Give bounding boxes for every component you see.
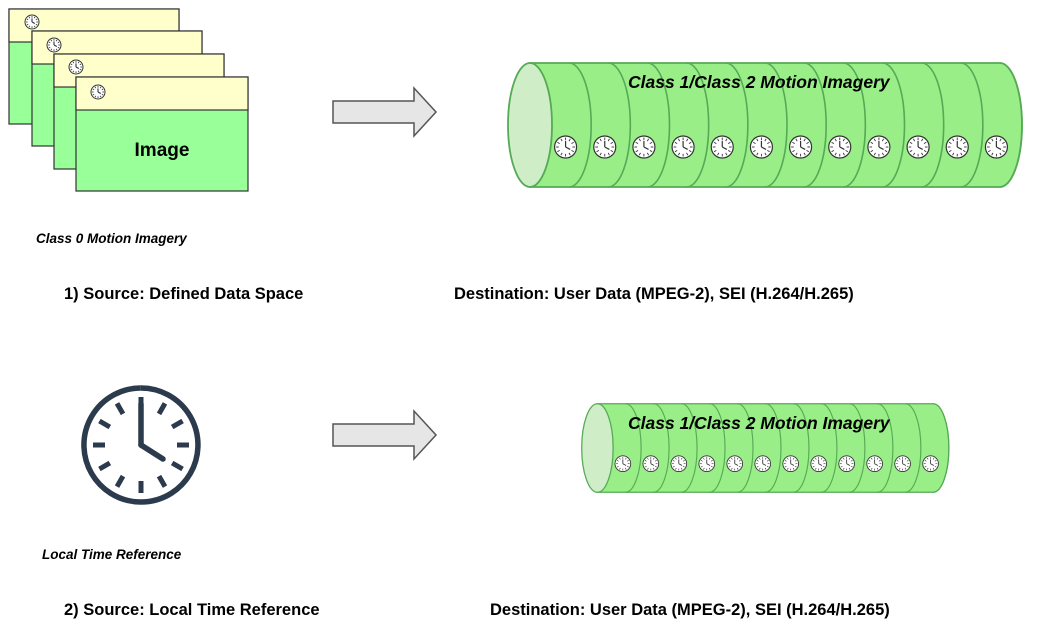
clock-icon xyxy=(553,135,578,159)
clock-icon xyxy=(828,135,852,159)
clock-icon xyxy=(894,455,911,472)
clock-icon xyxy=(726,455,744,472)
clock-icon xyxy=(632,135,656,159)
clock-icon xyxy=(698,455,716,472)
image-frame-stack xyxy=(8,8,249,192)
clock-icon xyxy=(642,455,660,472)
tube-label-1: Class 1/Class 2 Motion Imagery xyxy=(628,72,890,92)
motion-imagery-tube-2 xyxy=(581,403,950,493)
clock-icon xyxy=(593,135,617,159)
clock-icon xyxy=(670,455,688,472)
image-frame-4 xyxy=(75,76,249,192)
clock-icon xyxy=(46,37,62,53)
source-1: 1) Source: Defined Data Space xyxy=(64,285,304,303)
clock-icon xyxy=(866,455,883,472)
clock-icon xyxy=(671,135,695,159)
image-label: Image xyxy=(134,140,190,161)
clock-icon xyxy=(810,455,827,472)
clock-icon xyxy=(710,135,734,159)
clock-icon xyxy=(922,455,939,472)
class0-caption: Class 0 Motion Imagery xyxy=(36,231,187,246)
right-arrow-icon xyxy=(332,409,438,461)
clock-icon xyxy=(788,135,813,159)
clock-icon xyxy=(906,135,930,159)
clock-icon xyxy=(749,135,774,159)
motion-imagery-tube-1 xyxy=(507,62,1023,188)
clock-icon xyxy=(984,135,1009,159)
right-arrow-icon xyxy=(332,86,438,138)
destination-2: Destination: User Data (MPEG-2), SEI (H.… xyxy=(490,601,890,619)
source-2: 2) Source: Local Time Reference xyxy=(64,601,320,619)
clock-icon xyxy=(838,455,855,472)
destination-1: Destination: User Data (MPEG-2), SEI (H.… xyxy=(454,285,854,303)
clock-icon xyxy=(782,455,799,472)
clock-icon xyxy=(754,455,772,472)
local-time-caption: Local Time Reference xyxy=(42,547,182,562)
clock-icon xyxy=(90,84,106,100)
clock-icon xyxy=(867,135,891,159)
wall-clock-icon xyxy=(81,385,201,505)
clock-icon xyxy=(614,455,632,472)
clock-icon xyxy=(68,59,84,75)
tube-label-2: Class 1/Class 2 Motion Imagery xyxy=(628,413,890,433)
clock-icon xyxy=(24,14,40,30)
clock-icon xyxy=(945,135,969,159)
